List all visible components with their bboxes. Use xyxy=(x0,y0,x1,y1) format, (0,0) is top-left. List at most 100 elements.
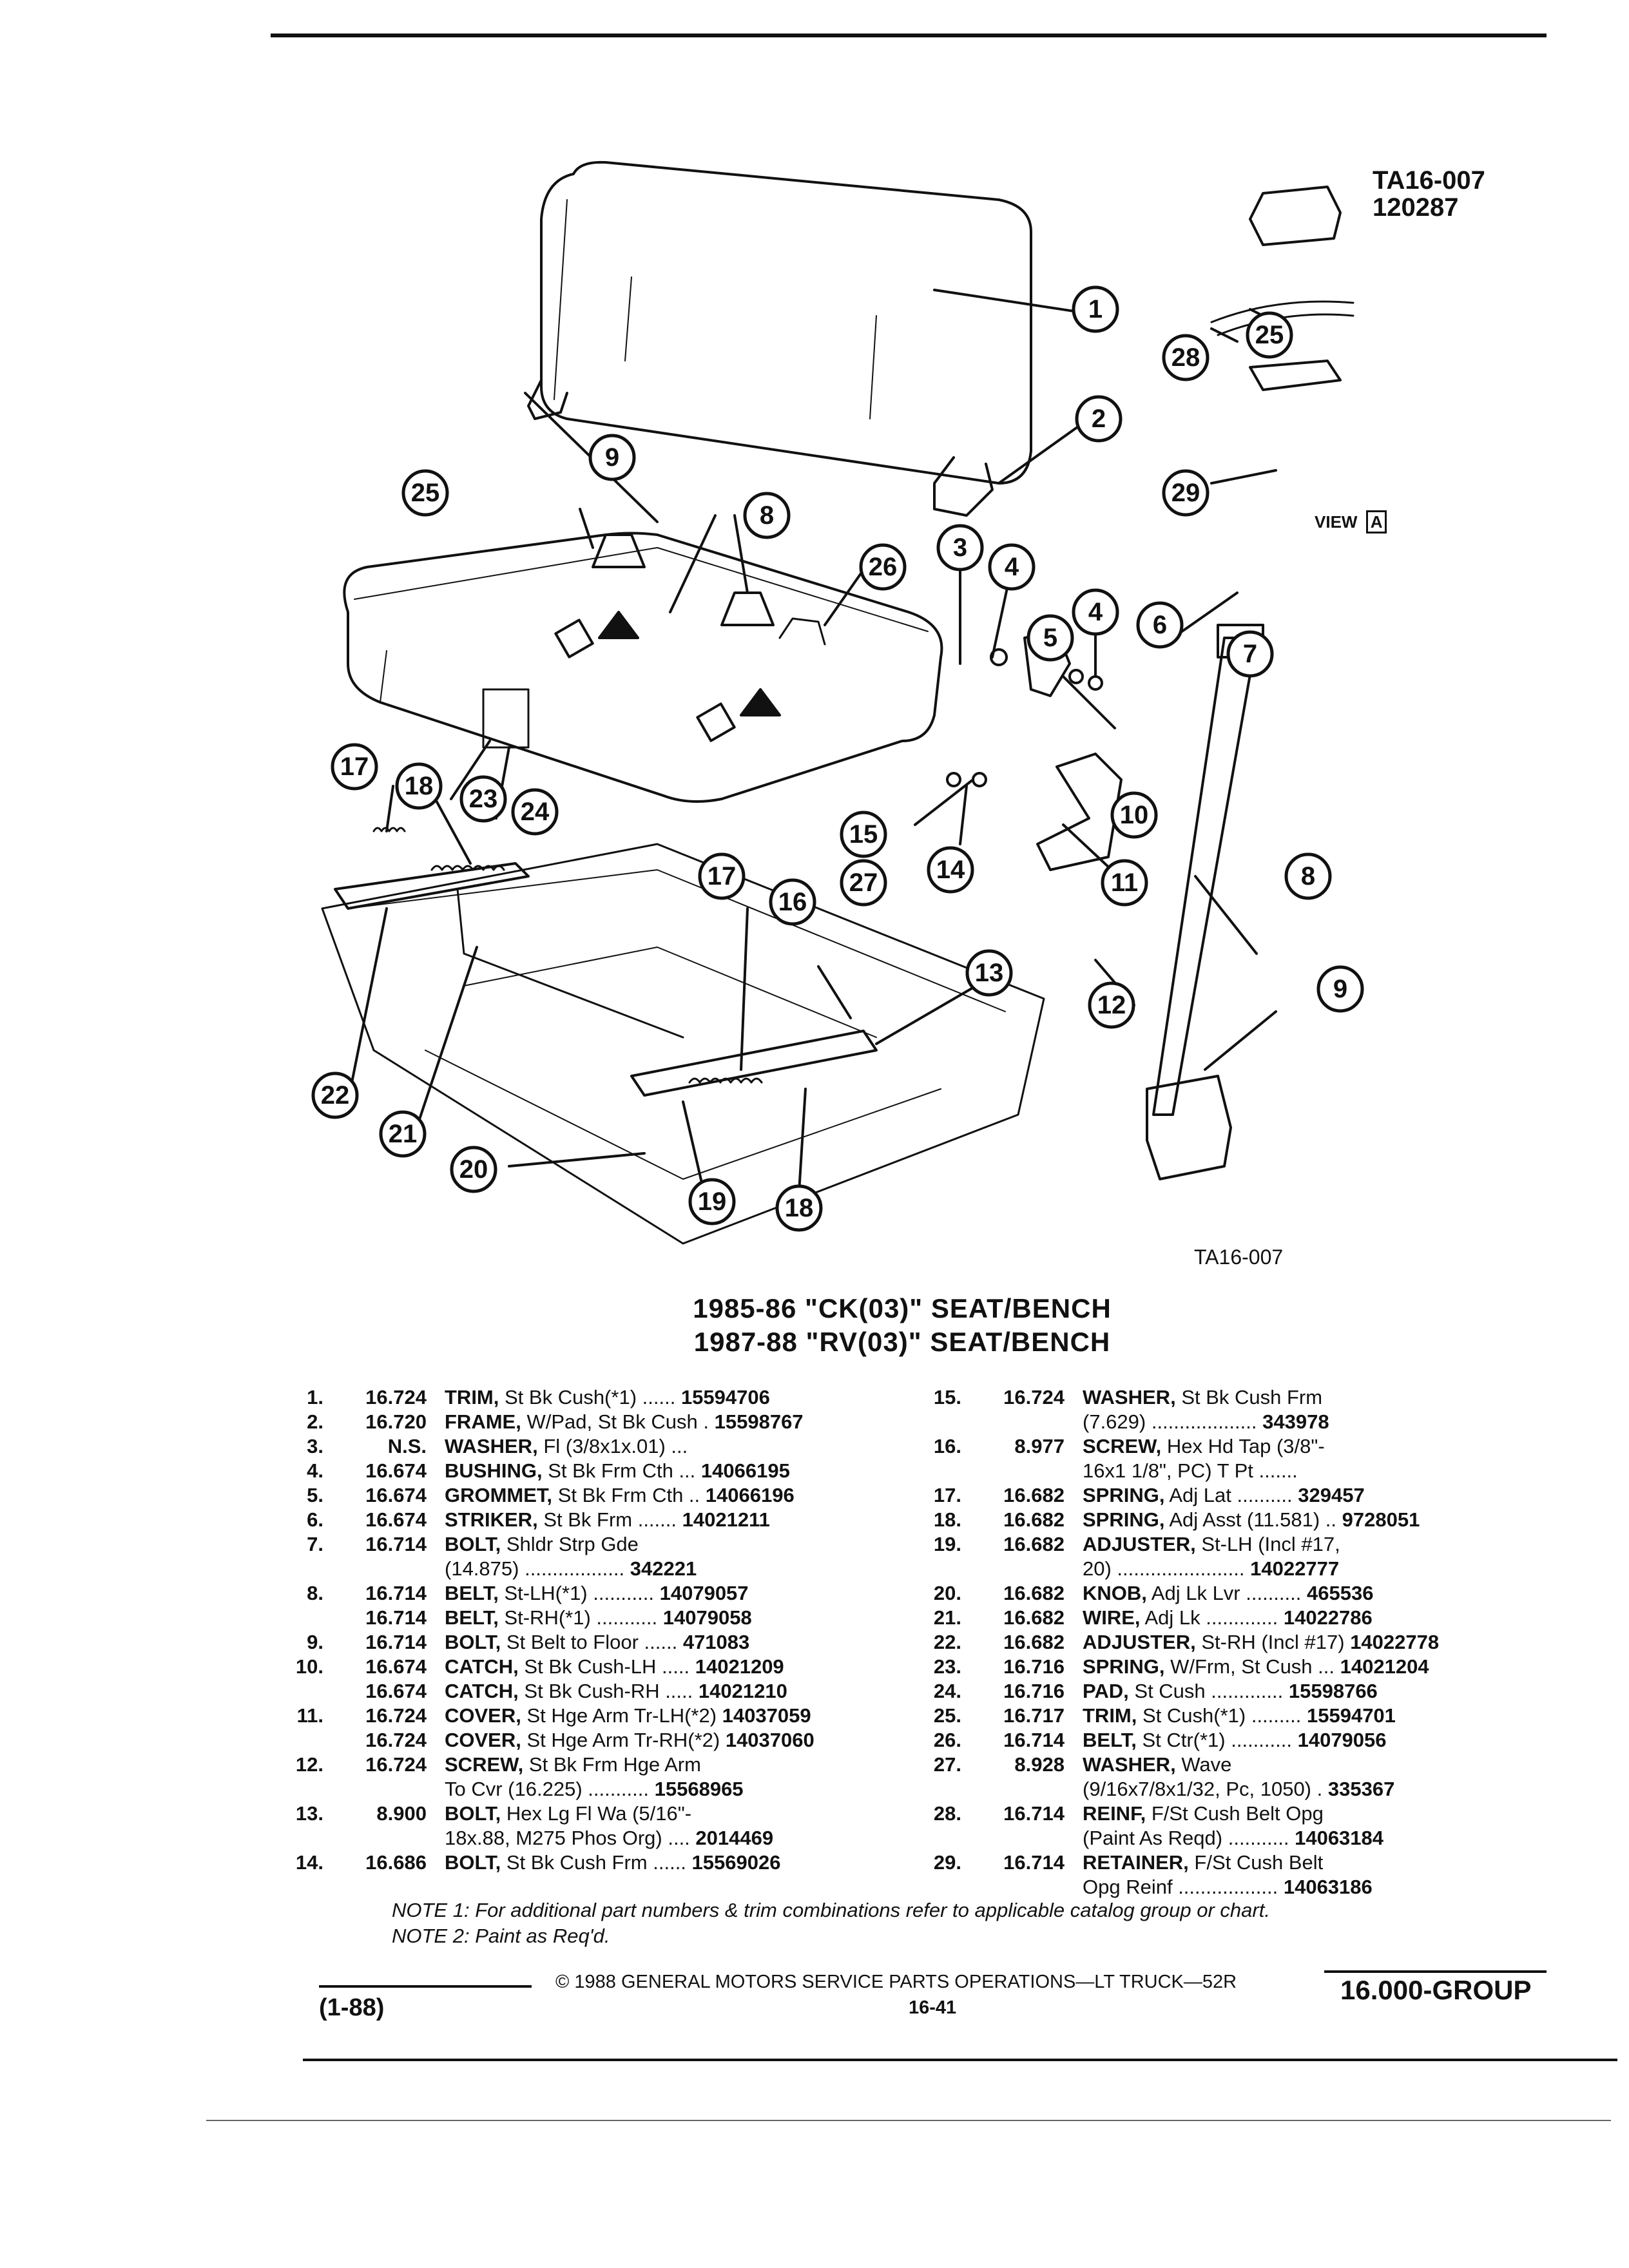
part-number-index: 26. xyxy=(933,1729,961,1751)
part-number-index: 7. xyxy=(307,1533,323,1555)
footer-rule-left xyxy=(319,1985,532,1988)
part-number: 14066195 xyxy=(700,1459,790,1482)
part-detail: (7.629) ................... xyxy=(1083,1410,1257,1433)
part-number-index: 21. xyxy=(933,1606,961,1629)
part-number-index: 23. xyxy=(933,1655,961,1678)
part-number: 335367 xyxy=(1327,1778,1395,1800)
callout-3: 3 xyxy=(936,524,984,572)
part-detail: F/St Cush Belt Opg xyxy=(1151,1802,1324,1825)
part-detail: St Cush ............. xyxy=(1134,1680,1284,1702)
part-number-index: 15. xyxy=(933,1386,961,1408)
part-description: BOLT, St Belt to Floor ...... 471083 xyxy=(445,1630,967,1655)
part-group-code: 16.714 xyxy=(365,1631,427,1653)
part-description: TRIM, St Cush(*1) ......... 15594701 xyxy=(1083,1704,1579,1728)
part-number-index: 29. xyxy=(933,1851,961,1874)
callout-15: 15 xyxy=(840,811,887,858)
part-description: KNOB, Adj Lk Lvr .......... 465536 xyxy=(1083,1581,1579,1606)
ref-code: TA16-007 xyxy=(1373,166,1485,195)
part-row: Opg Reinf .................. 14063186 xyxy=(921,1875,1579,1899)
part-group-code: 16.724 xyxy=(365,1704,427,1727)
part-description: COVER, St Hge Arm Tr-RH(*2) 14037060 xyxy=(445,1728,967,1753)
part-number: 15598766 xyxy=(1288,1680,1378,1702)
part-group-code: 16.724 xyxy=(365,1729,427,1751)
part-number-index xyxy=(921,1777,961,1802)
callout-1: 1 xyxy=(1072,285,1119,333)
callout-8a: 8 xyxy=(743,492,791,539)
part-description: ADJUSTER, St-LH (Incl #17, xyxy=(1083,1532,1579,1557)
part-name: PAD, xyxy=(1083,1680,1129,1702)
part-name: COVER, xyxy=(445,1729,521,1751)
part-number-index xyxy=(921,1875,961,1899)
part-number: 14079057 xyxy=(659,1582,749,1604)
part-row: (7.629) ................... 343978 xyxy=(921,1410,1579,1434)
svg-text:14: 14 xyxy=(936,856,965,884)
reinf-28 xyxy=(1249,186,1342,246)
part-detail: (Paint As Reqd) ........... xyxy=(1083,1827,1289,1849)
part-detail: St Bk Cush-RH ..... xyxy=(524,1680,693,1702)
callout-19: 19 xyxy=(688,1178,736,1225)
part-number: 471083 xyxy=(682,1631,750,1653)
part-description: SPRING, W/Frm, St Cush ... 14021204 xyxy=(1083,1655,1579,1679)
title-line-2: 1987-88 "RV(03)" SEAT/BENCH xyxy=(693,1327,1111,1357)
part-number: 2014469 xyxy=(695,1827,774,1849)
part-row: (9/16x7/8x1/32, Pc, 1050) . 335367 xyxy=(921,1777,1579,1802)
part-number: 14021209 xyxy=(695,1655,784,1678)
part-name: BELT, xyxy=(1083,1729,1137,1751)
part-description: TRIM, St Bk Cush(*1) ...... 15594706 xyxy=(445,1385,967,1410)
part-description: BELT, St-RH(*1) ........... 14079058 xyxy=(445,1606,967,1630)
svg-text:20: 20 xyxy=(459,1155,488,1184)
callout-5: 5 xyxy=(1027,614,1074,662)
part-group-code xyxy=(961,1459,1083,1483)
part-number-index: 16. xyxy=(933,1435,961,1457)
part-detail: St-LH(*1) ........... xyxy=(504,1582,654,1604)
part-name: BOLT, xyxy=(445,1851,501,1874)
part-description: CATCH, St Bk Cush-RH ..... 14021210 xyxy=(445,1679,967,1704)
callout-24: 24 xyxy=(511,788,559,836)
part-detail: St-LH (Incl #17, xyxy=(1201,1533,1340,1555)
hinge-arm-cover xyxy=(1036,753,1123,871)
part-detail: St Cush(*1) ......... xyxy=(1142,1704,1302,1727)
part-name: SPRING, xyxy=(1083,1655,1165,1678)
callout-28: 28 xyxy=(1162,334,1210,381)
callout-17b: 17 xyxy=(698,852,746,900)
footer-rule-right xyxy=(1324,1970,1547,1973)
part-group-code: 16.674 xyxy=(365,1484,427,1506)
part-number-index xyxy=(284,1777,323,1802)
part-number-index: 10. xyxy=(295,1655,323,1678)
part-detail: Wave xyxy=(1181,1753,1232,1776)
part-description: SPRING, Adj Lat .......... 329457 xyxy=(1083,1483,1579,1508)
part-group-code: 16.682 xyxy=(1003,1606,1065,1629)
svg-text:24: 24 xyxy=(521,798,550,826)
part-number-index: 25. xyxy=(933,1704,961,1727)
part-number-index xyxy=(921,1557,961,1581)
part-detail: St Hge Arm Tr-LH(*2) xyxy=(526,1704,717,1727)
part-group-code: 16.724 xyxy=(365,1386,427,1408)
callout-20: 20 xyxy=(450,1146,497,1193)
callout-17a: 17 xyxy=(331,743,378,791)
svg-text:4: 4 xyxy=(1088,598,1103,626)
part-name: BELT, xyxy=(445,1606,499,1629)
part-number-index: 13. xyxy=(295,1802,323,1825)
part-detail: St Ctr(*1) ........... xyxy=(1142,1729,1292,1751)
title-line-1: 1985-86 "CK(03)" SEAT/BENCH xyxy=(693,1293,1112,1323)
svg-text:12: 12 xyxy=(1097,991,1126,1019)
svg-text:1: 1 xyxy=(1088,295,1103,323)
part-group-code: 8.900 xyxy=(376,1802,427,1825)
part-row: To Cvr (16.225) ........... 15568965 xyxy=(284,1777,967,1802)
svg-text:16: 16 xyxy=(778,888,807,916)
part-name: SCREW, xyxy=(445,1753,524,1776)
svg-text:10: 10 xyxy=(1120,801,1149,829)
part-group-code: 16.716 xyxy=(1003,1655,1065,1678)
svg-text:21: 21 xyxy=(389,1120,418,1148)
part-name: CATCH, xyxy=(445,1680,519,1702)
callout-26: 26 xyxy=(859,543,907,591)
